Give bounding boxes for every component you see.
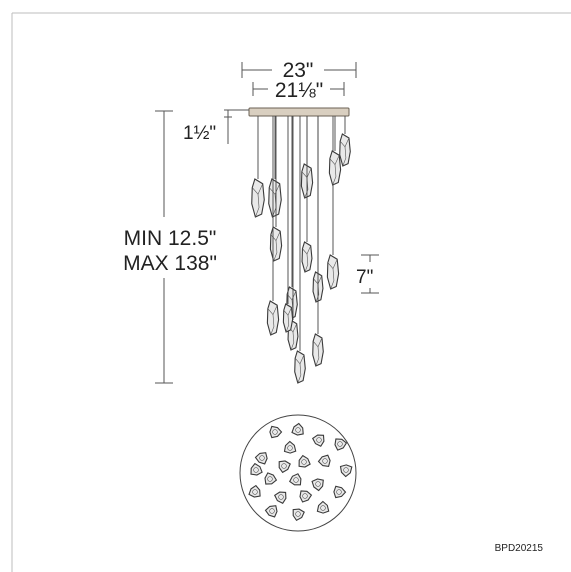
height-min-label: MIN 12.5" (124, 227, 217, 250)
plan-crystal (273, 491, 287, 505)
overall-width-dimension: 23" (241, 59, 357, 82)
plan-crystal (248, 484, 261, 498)
plan-crystal-facet (336, 489, 342, 495)
plan-crystal (333, 485, 347, 499)
crystal-facet (304, 253, 309, 273)
plan-crystal-facet (301, 459, 307, 465)
plan-crystal (264, 472, 278, 485)
canopy-width-dimension: 21⅛" (252, 79, 345, 102)
crystal-height-label: 7" (356, 267, 373, 288)
plan-crystal-facet (343, 467, 349, 473)
plan-crystal (278, 460, 291, 474)
plan-crystal (339, 464, 353, 478)
plan-crystal (291, 422, 304, 436)
plan-crystal-facet (302, 493, 308, 499)
plan-crystal (334, 438, 348, 451)
plan-crystal-facet (272, 429, 278, 435)
canopy (248, 107, 350, 117)
plan-crystal (311, 434, 325, 447)
plan-crystal-facet (337, 441, 343, 447)
plan-crystal-facet (267, 476, 273, 482)
crystal-facet (332, 164, 337, 186)
plan-crystal (264, 505, 278, 518)
plan-crystal-facet (320, 505, 326, 511)
crystal-facet (315, 346, 320, 367)
model-number: BPD20215 (495, 543, 544, 554)
plan-crystal (269, 425, 283, 439)
crystal-facet (297, 363, 302, 384)
crystal-facet (255, 194, 260, 218)
height-max-label: MAX 138" (123, 252, 217, 275)
crystal-facet (342, 146, 347, 167)
plan-crystal-facet (293, 477, 299, 483)
plan-crystal-facet (315, 481, 321, 487)
plan-crystal (254, 452, 268, 465)
plan-crystal-facet (259, 455, 265, 461)
plan-crystal-facet (253, 467, 259, 473)
plan-crystal-facet (322, 458, 328, 464)
plan-crystal-facet (316, 437, 322, 443)
crystal-facet (330, 268, 335, 290)
plan-crystal-facet (287, 445, 293, 451)
overall-width-label: 23" (283, 59, 314, 82)
crystal-facet (285, 315, 290, 333)
plan-crystal-facet (295, 427, 301, 433)
plan-crystal-facet (295, 511, 301, 517)
plan-crystal (298, 454, 311, 468)
plan-crystal (299, 490, 313, 503)
canopy-width-label: 21⅛" (275, 79, 323, 102)
plan-crystal (250, 462, 263, 476)
plan-crystal (292, 508, 305, 522)
plan-crystal-facet (281, 463, 287, 469)
canopy-height-label: 1½" (183, 123, 216, 144)
plan-crystal (316, 500, 330, 514)
crystal-facet (273, 240, 278, 262)
plan-crystal (311, 478, 324, 492)
crystal-height-dimension: 7" (356, 254, 379, 294)
plan-crystal (317, 454, 331, 468)
plan-view-crystals (248, 422, 353, 522)
plan-crystal-facet (252, 489, 258, 495)
crystal-facet (290, 331, 295, 351)
canopy-plan-view (239, 414, 357, 532)
canopy-height-dimension: 1½" (183, 109, 232, 144)
plan-crystal-facet (269, 508, 275, 514)
plan-crystal (288, 473, 302, 486)
overall-height-dimension: MIN 12.5" MAX 138" (123, 110, 217, 384)
plan-crystal (283, 440, 297, 454)
crystal-facet (270, 314, 275, 336)
plan-crystal-facet (278, 494, 284, 500)
pendant-array (251, 116, 351, 384)
